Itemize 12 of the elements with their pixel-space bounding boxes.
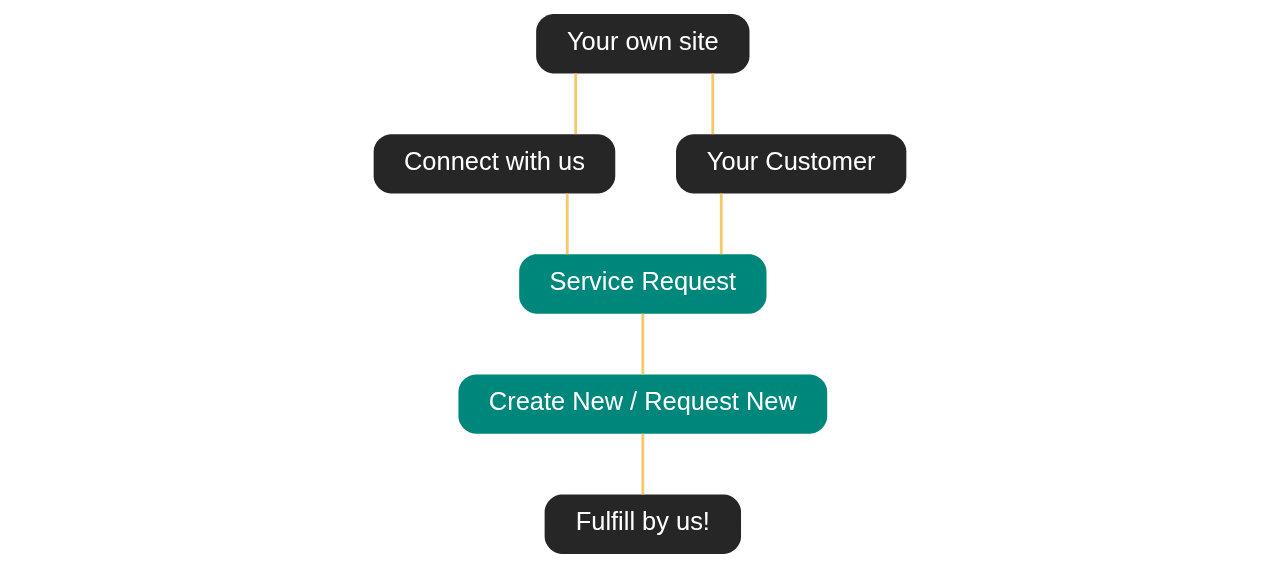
connector xyxy=(574,73,578,135)
connector xyxy=(711,73,715,135)
node-box: Connect with us xyxy=(373,134,616,194)
node-box: Your Customer xyxy=(676,134,907,194)
connector xyxy=(719,193,723,255)
node-box: Service Request xyxy=(519,254,767,314)
connector xyxy=(565,193,569,255)
node-box: Create New / Request New xyxy=(458,374,828,434)
node-box: Fulfill by us! xyxy=(544,494,742,554)
connector xyxy=(641,313,645,375)
connector xyxy=(641,433,645,495)
node-box: Your own site xyxy=(536,14,750,74)
